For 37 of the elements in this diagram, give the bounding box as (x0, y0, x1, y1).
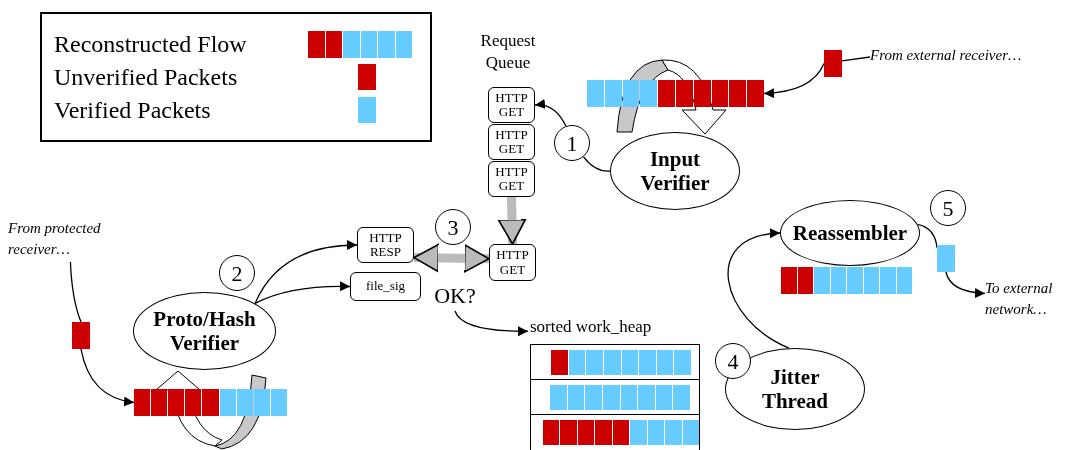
process-ellipse: Proto/Hash Verifier (133, 292, 276, 370)
arrow (254, 281, 351, 305)
message-box: file_sig (350, 272, 421, 301)
check-text: OK? (433, 283, 477, 310)
process-ellipse: Reassembler (780, 200, 920, 266)
process-ellipse: Input Verifier (610, 132, 740, 210)
message-box: HTTP GET (488, 124, 535, 160)
queue-title: Request Queue (479, 30, 537, 75)
note-text: From external receiver… (870, 46, 1023, 65)
arrow (727, 229, 790, 349)
legend-text: Reconstructed Flow (54, 32, 247, 56)
packet-strip (134, 389, 287, 416)
message-box: HTTP RESP (357, 227, 414, 263)
legend-text: Unverified Packets (54, 65, 238, 89)
connector-line (69, 261, 82, 323)
packet-strip (587, 80, 764, 107)
arrow (763, 62, 825, 98)
thick-arrow (497, 196, 527, 245)
note-text: From protected receiver… (8, 219, 102, 259)
connector-line (841, 56, 871, 62)
arrow (254, 240, 358, 305)
legend-text: Verified Packets (54, 98, 211, 122)
packet (72, 322, 90, 349)
packet (937, 245, 955, 272)
thick-arrow (413, 243, 490, 273)
connector-line (582, 156, 611, 172)
note-text: To external network… (985, 279, 1054, 319)
heap-title: sorted work_heap (529, 318, 653, 338)
message-box: HTTP GET (488, 161, 535, 197)
packet (824, 50, 842, 77)
packet-strip (781, 267, 912, 294)
message-box: HTTP GET (488, 87, 535, 123)
arrow (534, 99, 567, 127)
message-box: HTTP GET (489, 244, 536, 281)
arrow (80, 348, 135, 406)
arrow (454, 310, 529, 337)
arrow (945, 271, 986, 298)
